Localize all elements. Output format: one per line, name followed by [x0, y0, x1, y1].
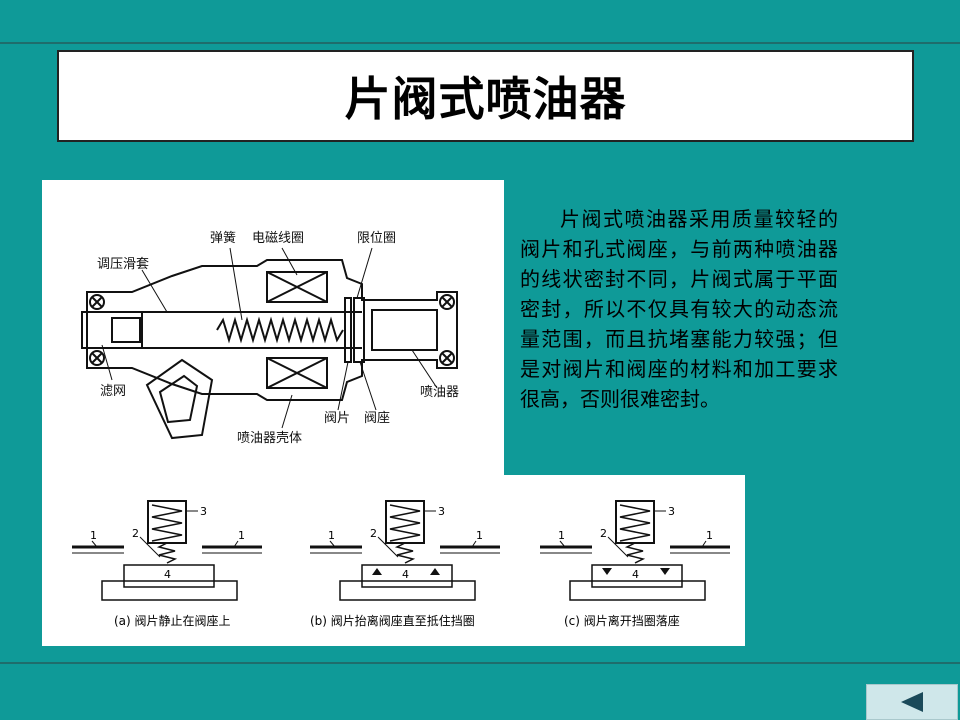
caption-panel-a: (a) 阀片静止在阀座上 [114, 613, 231, 628]
number-3-a: 3 [200, 505, 207, 518]
panel-b: 3 2 1 1 4 (b) 阀片抬离阀座直至抵住挡圈 [308, 499, 502, 628]
triangle-left-icon [901, 692, 923, 712]
title-box: 片阀式喷油器 [57, 50, 914, 142]
slide-title: 片阀式喷油器 [344, 72, 627, 126]
caption-panel-c: (c) 阀片离开挡圈落座 [564, 613, 680, 628]
bottom-divider [0, 662, 960, 664]
number-4-b: 4 [402, 568, 409, 581]
number-4-a: 4 [164, 568, 171, 581]
label-valve-plate: 阀片 [324, 411, 350, 426]
top-divider [0, 42, 960, 44]
number-1b-c: 1 [706, 529, 713, 542]
number-2-a: 2 [132, 527, 139, 540]
number-1b-b: 1 [476, 529, 483, 542]
number-3-c: 3 [668, 505, 675, 518]
number-1b-a: 1 [238, 529, 245, 542]
panel-c: 3 2 1 1 4 (c) 阀片离开挡圈落座 [538, 499, 732, 628]
label-housing: 喷油器壳体 [237, 431, 302, 446]
valve-states-figure: 3 2 1 1 4 (a) 阀片静止在阀座上 3 2 1 1 4 (b) 阀片抬… [42, 475, 745, 646]
label-filter: 滤网 [100, 384, 126, 399]
valve-states-diagram: 3 2 1 1 4 (a) 阀片静止在阀座上 3 2 1 1 4 (b) 阀片抬… [70, 499, 732, 628]
label-valve-seat: 阀座 [364, 411, 390, 426]
number-1a-a: 1 [90, 529, 97, 542]
label-injector: 喷油器 [420, 385, 459, 400]
number-1a-c: 1 [558, 529, 565, 542]
label-spring: 弹簧 [210, 230, 236, 246]
previous-slide-button[interactable] [866, 684, 958, 720]
number-4-c: 4 [632, 568, 639, 581]
caption-panel-b: (b) 阀片抬离阀座直至抵住挡圈 [310, 613, 475, 628]
number-1a-b: 1 [328, 529, 335, 542]
description-text: 片阀式喷油器采用质量较轻的阀片和孔式阀座，与前两种喷油器的线状密封不同，片阀式属… [520, 207, 838, 411]
number-2-b: 2 [370, 527, 377, 540]
injector-cross-section-figure: 弹簧 电磁线圈 限位圈 调压滑套 滤网 喷油器 喷油器壳体 阀片 阀座 [42, 180, 504, 480]
injector-diagram: 弹簧 电磁线圈 限位圈 调压滑套 滤网 喷油器 喷油器壳体 阀片 阀座 [81, 230, 459, 446]
number-2-c: 2 [600, 527, 607, 540]
panel-a: 3 2 1 1 4 (a) 阀片静止在阀座上 [70, 499, 264, 628]
label-coil: 电磁线圈 [252, 231, 304, 246]
label-sleeve: 调压滑套 [97, 256, 149, 272]
label-stop-ring: 限位圈 [357, 231, 396, 246]
number-3-b: 3 [438, 505, 445, 518]
